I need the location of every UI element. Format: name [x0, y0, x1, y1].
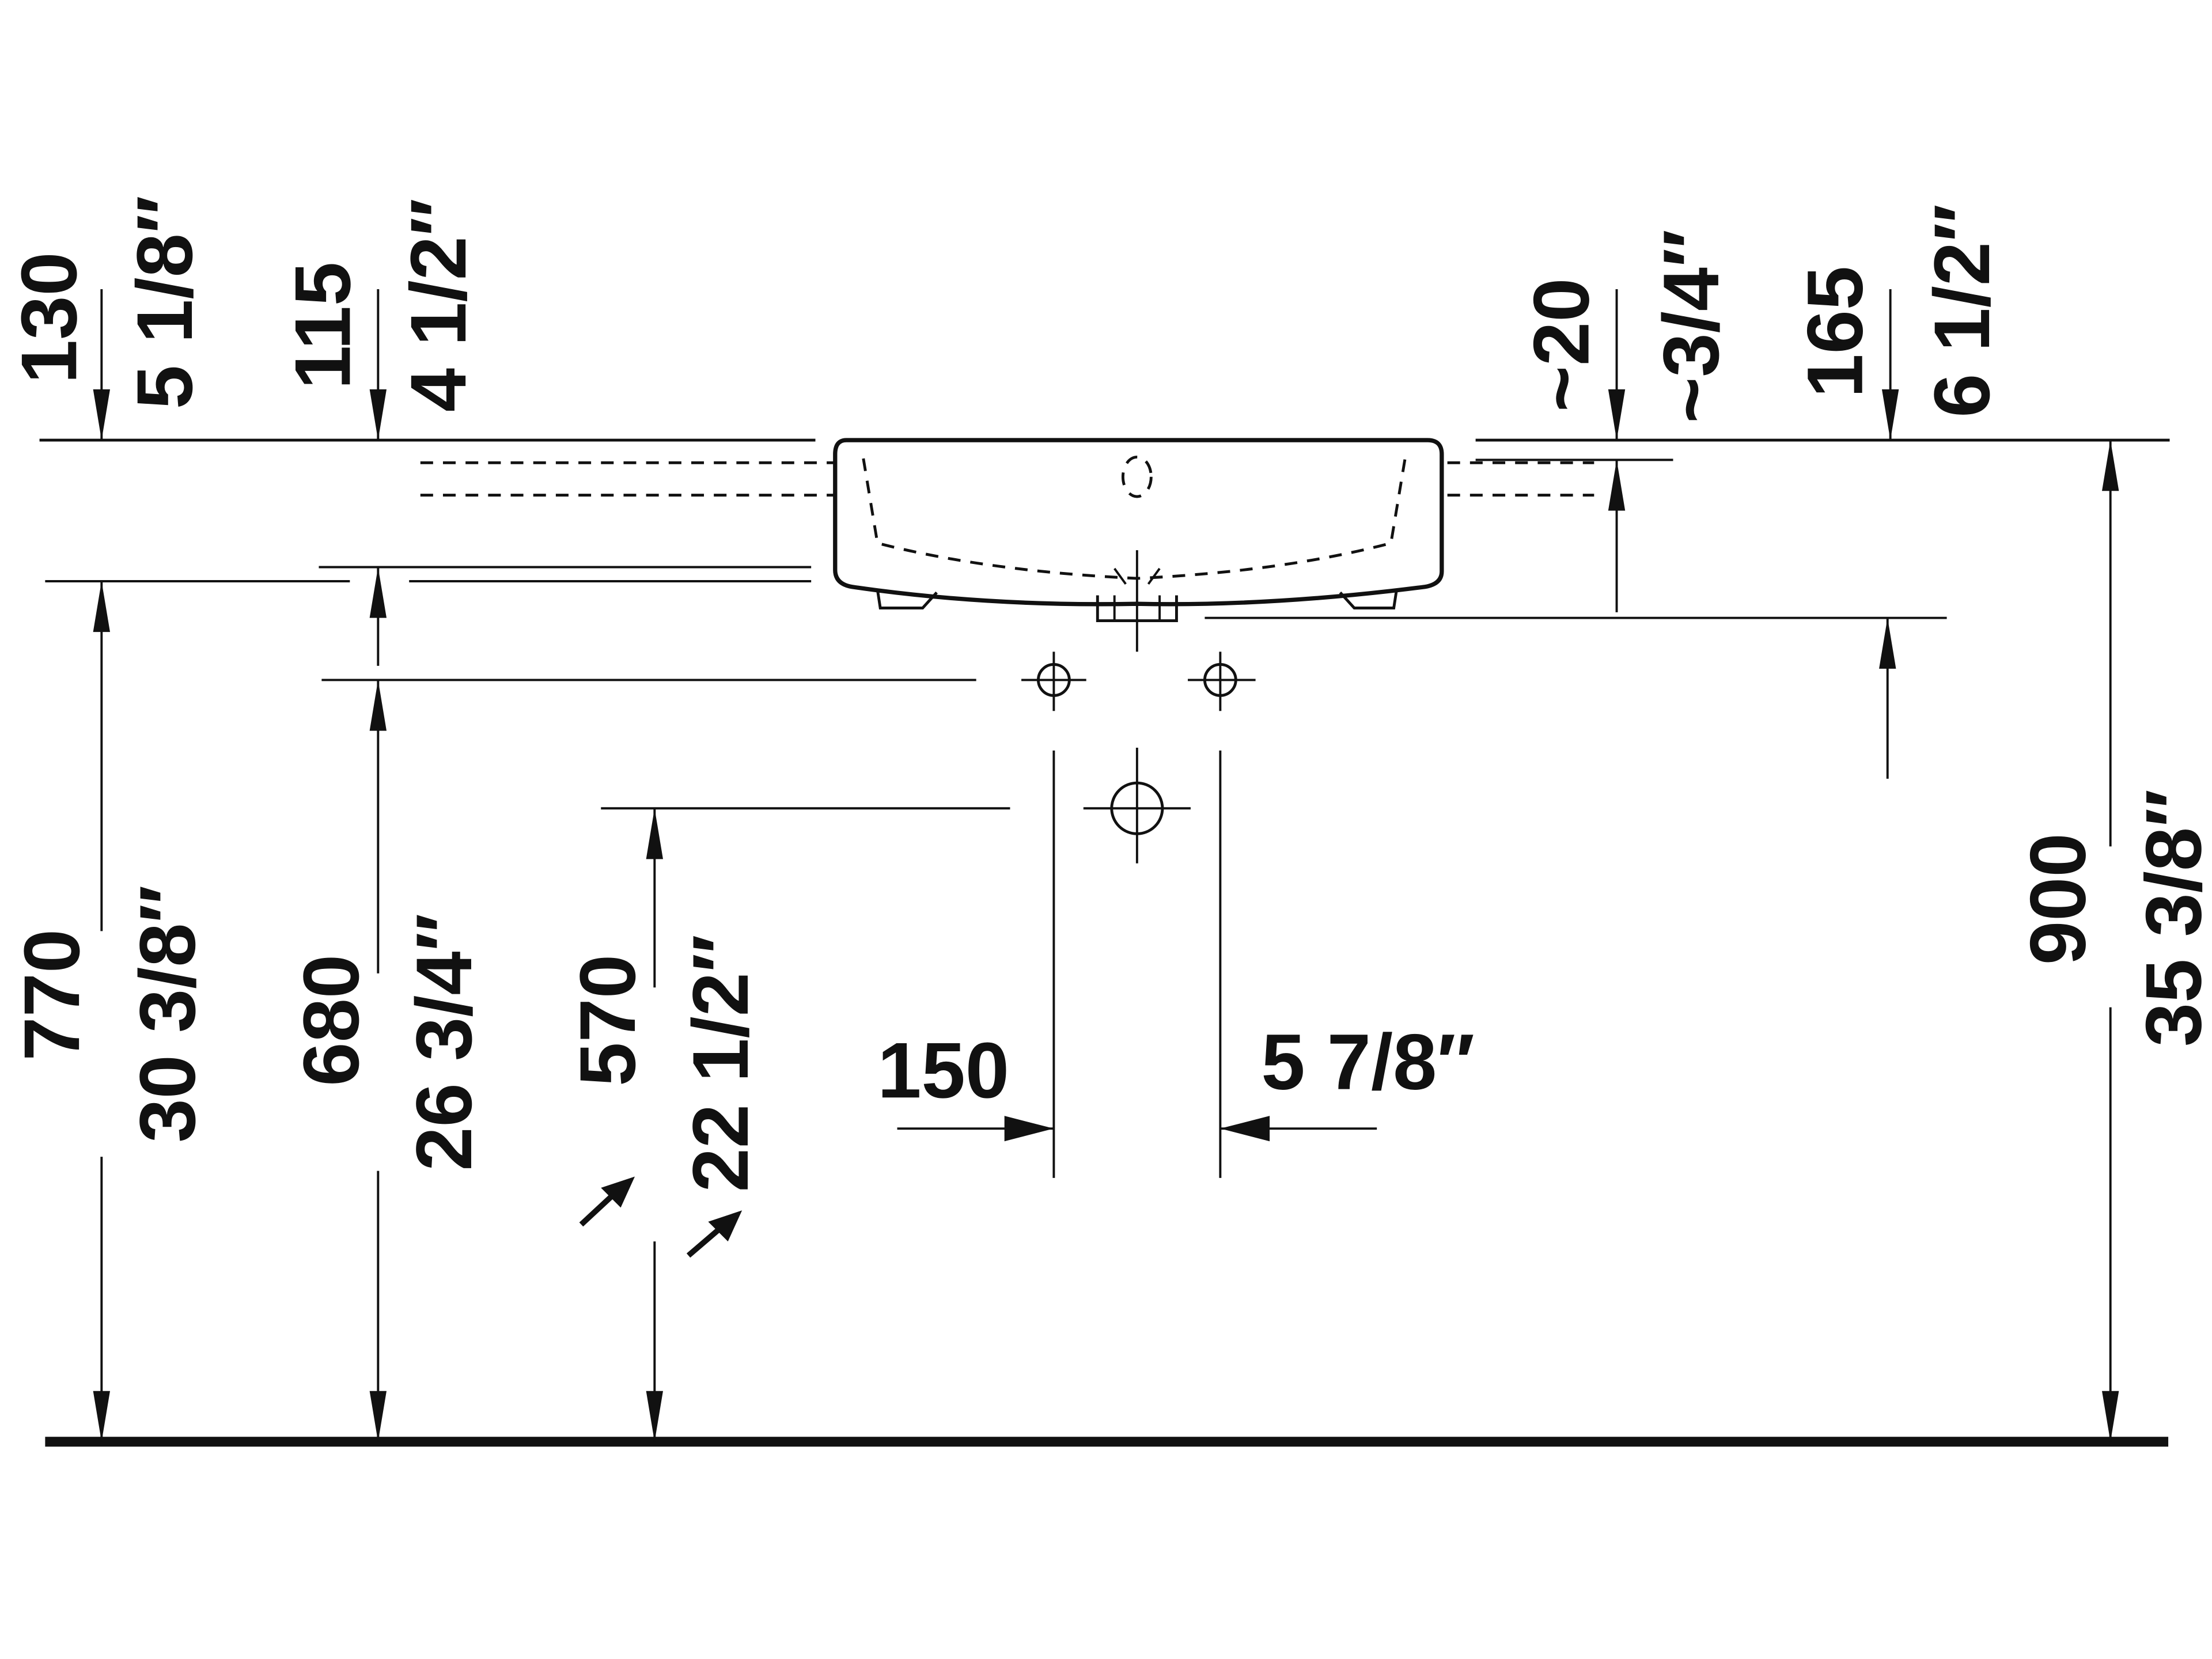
svg-text:900: 900 — [2014, 833, 2103, 965]
dim-680: 680 26 3/4″ — [287, 567, 488, 1442]
svg-text:770: 770 — [8, 929, 96, 1061]
svg-text:6 1/2″: 6 1/2″ — [1918, 204, 2006, 418]
diagonal-arrow-icon — [686, 1210, 743, 1258]
supply-spacing-dimension: 150 5 7/8″ — [877, 750, 1475, 1178]
dim-20: ~20 ~3/4″ — [1518, 229, 1736, 612]
basin-outline — [833, 438, 1444, 622]
svg-text:115: 115 — [279, 262, 367, 389]
svg-text:~3/4″: ~3/4″ — [1647, 229, 1736, 423]
svg-text:35 3/8″: 35 3/8″ — [2130, 789, 2212, 1047]
dim-570: 570 22 1/2″ — [564, 808, 765, 1442]
svg-text:570: 570 — [564, 955, 652, 1086]
svg-text:4 1/2″: 4 1/2″ — [395, 198, 483, 412]
dim-165: 165 6 1/2″ — [1791, 204, 2006, 779]
supply-spacing-inch: 5 7/8″ — [1261, 1018, 1475, 1107]
svg-text:30 3/8″: 30 3/8″ — [124, 885, 212, 1143]
overflow-hole-icon — [1121, 456, 1153, 498]
svg-text:130: 130 — [5, 252, 93, 384]
dim-900: 900 35 3/8″ — [2014, 440, 2212, 1442]
svg-text:680: 680 — [287, 955, 376, 1086]
supply-left-icon — [1021, 652, 1086, 711]
supply-right-icon — [1188, 652, 1256, 711]
dim-130: 130 5 1/8″ — [5, 196, 209, 441]
svg-text:5 1/8″: 5 1/8″ — [121, 196, 209, 410]
svg-text:~20: ~20 — [1518, 278, 1606, 412]
dim-770: 770 30 3/8″ — [8, 581, 212, 1442]
extension-lines-left — [45, 566, 1010, 810]
waste-outlet-icon — [1083, 747, 1191, 863]
supply-spacing-mm: 150 — [877, 1027, 1009, 1115]
svg-text:165: 165 — [1791, 266, 1880, 398]
dim-115: 115 4 1/2″ — [279, 198, 483, 441]
svg-text:26 3/4″: 26 3/4″ — [400, 914, 488, 1171]
svg-text:22 1/2″: 22 1/2″ — [677, 934, 765, 1192]
diagonal-arrow-icon — [579, 1176, 635, 1227]
